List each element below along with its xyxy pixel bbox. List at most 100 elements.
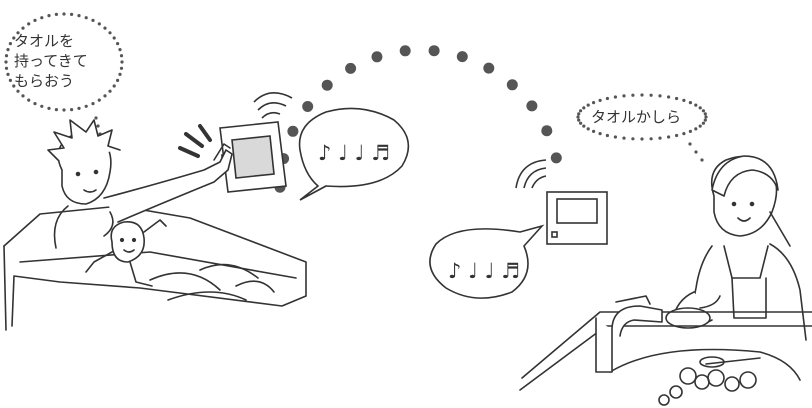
bubble-dot (77, 14, 80, 17)
bubble-dot (9, 79, 12, 82)
bubble-dot (118, 48, 121, 51)
bubble-dot (120, 54, 123, 57)
bubble-dot (622, 137, 625, 140)
bubble-dot (96, 124, 99, 127)
bubble-dot (689, 101, 692, 104)
bubble-dot (47, 107, 50, 110)
bubble-dot (658, 137, 661, 140)
signal-dot (507, 79, 518, 90)
bubble-dot (640, 93, 643, 96)
bubble-dot (55, 13, 58, 16)
bubble-dot (40, 16, 43, 19)
bubble-dot (587, 104, 590, 107)
bubble-dot (91, 102, 94, 105)
woman-thought-text: タオルかしら (591, 108, 681, 126)
signal-dot (345, 63, 356, 74)
bubble-dot (606, 134, 609, 137)
signal-dot (551, 152, 562, 163)
bubble-dot (592, 101, 595, 104)
bubble-dot (21, 27, 24, 30)
bubble-dot (70, 108, 73, 111)
baby (111, 222, 144, 262)
bubble-dot (592, 130, 595, 133)
bubble-dot (606, 97, 609, 100)
signal-dot (541, 125, 552, 136)
bubble-dot (689, 130, 692, 133)
signal-dot (400, 45, 411, 56)
bubble-dot (113, 84, 116, 87)
bubble-dot (650, 137, 653, 140)
bubble-dot (33, 102, 36, 105)
bubble-dot (4, 60, 7, 63)
signal-dot (457, 51, 468, 62)
bubble-dot (582, 125, 585, 128)
bubble-dot (103, 27, 106, 30)
music-notes: ♪ ♩ ♩ ♬ (448, 259, 520, 283)
bubble-dot (667, 95, 670, 98)
bubble-dot (27, 22, 30, 25)
wall-remote-icon (547, 192, 607, 244)
bubble-dot (21, 94, 24, 97)
bubble-dot (577, 119, 580, 122)
signal-dot (429, 45, 440, 56)
bubble-dot (103, 94, 106, 97)
bubble-dot (120, 60, 123, 63)
bubble-dot (675, 134, 678, 137)
man-thought-text: タオルを 持ってきて もらおう (14, 32, 88, 90)
bubble-dot (682, 99, 685, 102)
bubble-dot (579, 122, 582, 125)
bubble-dot (116, 42, 119, 45)
bubble-dot (55, 108, 58, 111)
bath-speech-bubble: ♪ ♩ ♩ ♬ (300, 108, 409, 200)
signal-waves-icon (254, 93, 292, 118)
bubble-dot (704, 115, 707, 118)
bubble-dot (688, 142, 691, 145)
bubble-dot (5, 67, 8, 70)
signal-dot (322, 80, 333, 91)
press-flash-icon (180, 126, 210, 156)
bubble-dot (702, 109, 705, 112)
thought-line-3: もらおう (14, 72, 74, 90)
bubble-dot (667, 135, 670, 138)
bubble-dot (700, 158, 703, 161)
signal-waves-icon (516, 160, 546, 188)
kitchen-speech-bubble: ♪ ♩ ♩ ♬ (430, 226, 542, 298)
bubble-dot (631, 137, 634, 140)
bubble-dot (91, 19, 94, 22)
bubble-dot (682, 132, 685, 135)
bubble-dot (47, 14, 50, 17)
bubble-dot (650, 94, 653, 97)
bubble-dot (70, 13, 73, 16)
bubble-dot (6, 73, 9, 76)
bubble-dot (120, 67, 123, 70)
bubble-dot (40, 105, 43, 108)
bubble-dot (599, 99, 602, 102)
signal-dot (287, 126, 298, 137)
bubble-dot (85, 105, 88, 108)
bubble-dot (62, 108, 65, 111)
bubble-dot (694, 127, 697, 130)
bubble-dot (5, 54, 8, 57)
bubble-dot (77, 107, 80, 110)
bubble-dot (108, 90, 111, 93)
bubble-dot (631, 94, 634, 97)
bubble-dot (675, 97, 678, 100)
bubble-dot (699, 106, 702, 109)
bubble-dot (582, 106, 585, 109)
bubble-dot (587, 127, 590, 130)
signal-dot (526, 100, 537, 111)
bubble-dot (6, 48, 9, 51)
bubble-dot (113, 36, 116, 39)
woman-thought-bubble (576, 93, 707, 161)
bubble-dot (33, 19, 36, 22)
bubble-dot (116, 79, 119, 82)
signal-dot (302, 101, 313, 112)
bubble-dot (694, 104, 697, 107)
thought-line-2: 持ってきて (14, 52, 88, 70)
bubble-dot (94, 116, 97, 119)
bubble-dot (85, 16, 88, 19)
bubble-dot (704, 119, 707, 122)
bubble-dot (640, 137, 643, 140)
